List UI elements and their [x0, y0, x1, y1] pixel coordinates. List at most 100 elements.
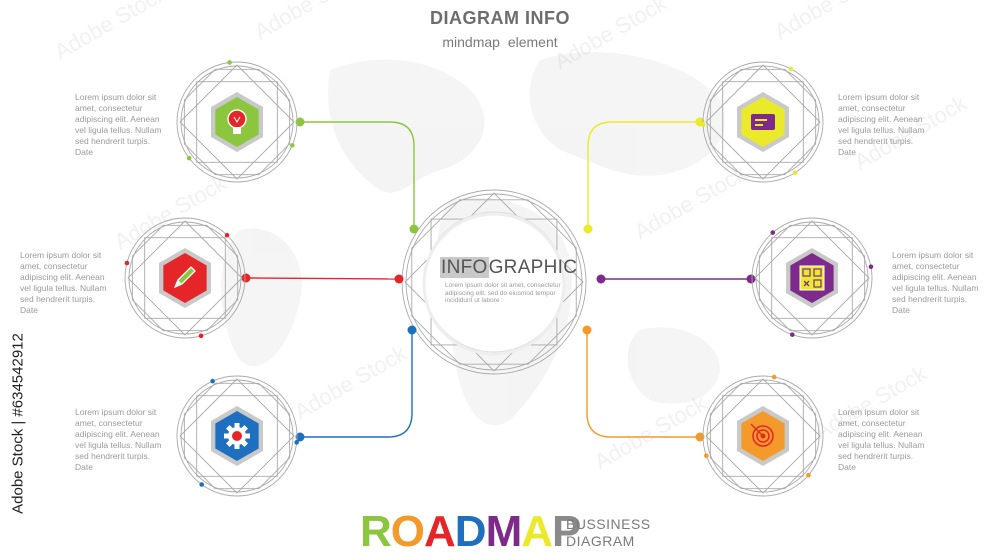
footer-caption: BUSSINESS DIAGRAM — [566, 516, 651, 550]
connector-dot-middle-left — [241, 273, 251, 283]
card-line — [755, 124, 763, 126]
connector-bottom-right — [586, 330, 700, 438]
watermark-glyph: Adobe Stock — [290, 340, 411, 425]
accent-dot — [210, 378, 215, 384]
junction-dot-top-right — [583, 224, 593, 234]
center-desc-line: Lorem ipsum dolor sit amet, consectetur — [445, 282, 561, 289]
connector-dot-middle-right — [746, 274, 756, 284]
desc-line: sed hendrerit turpis. — [20, 294, 96, 304]
sphere-inner-ring — [180, 379, 294, 493]
node-desc-bottom-left: Lorem ipsum dolor sit amet, consectetur … — [75, 407, 173, 473]
roadmap-letter: D — [454, 507, 487, 556]
desc-line: vel ligula tellus. Nullam — [838, 125, 925, 135]
sphere-square — [196, 81, 278, 163]
sphere-square — [722, 81, 804, 163]
junction-dot-middle-right — [596, 274, 606, 284]
desc-line: Lorem ipsum dolor sit — [892, 250, 974, 260]
accent-dot — [788, 66, 794, 72]
sphere-octagon — [131, 224, 239, 332]
center-description: Lorem ipsum dolor sit amet, consectetur … — [445, 282, 565, 305]
sphere-octagon — [709, 382, 817, 490]
center-disc-shadow — [422, 212, 566, 356]
accent-dot — [704, 453, 709, 459]
desc-line: vel ligula tellus. Nullam — [75, 125, 162, 135]
pencil-icon — [173, 266, 196, 289]
gear-tooth — [234, 423, 240, 429]
sphere-outline — [751, 217, 873, 339]
accent-dot — [124, 260, 130, 266]
sphere-inner-ring — [706, 379, 820, 493]
accent-dot — [198, 333, 204, 339]
stock-watermark: Adobe Stock | #634542912 — [6, 320, 30, 530]
desc-line: adipiscing elit. Aenean — [838, 114, 923, 124]
connector-top-left — [300, 121, 415, 229]
continent-shape — [627, 327, 720, 404]
center-brand-highlight: INFO — [440, 257, 489, 278]
roadmap-letter: O — [390, 507, 425, 556]
card-body — [751, 114, 775, 130]
footer-caption-line2: DIAGRAM — [566, 533, 635, 549]
accent-dot — [289, 143, 295, 148]
gear-hub — [232, 431, 242, 441]
watermark-glyph: Adobe Stock — [590, 390, 711, 475]
sphere-diamond — [705, 378, 821, 494]
desc-line: vel ligula tellus. Nullam — [892, 283, 979, 293]
center-desc-line: incididunt ut labore — [445, 297, 500, 304]
desc-date: Date — [75, 462, 93, 472]
accent-dot — [792, 170, 798, 175]
sphere-inner-ring — [706, 65, 820, 179]
desc-line: sed hendrerit turpis. — [75, 451, 151, 461]
connector-bottom-left — [300, 330, 413, 438]
desc-line: sed hendrerit turpis. — [838, 451, 914, 461]
sphere-diamond — [179, 64, 295, 180]
bulb-glass — [227, 109, 247, 129]
sphere-outline — [124, 217, 246, 339]
connector-dot-bottom-left — [295, 432, 305, 442]
target-middle-ring — [756, 429, 770, 443]
desc-date: Date — [838, 147, 856, 157]
accent-dot — [789, 332, 795, 337]
desc-line: amet, consectetur — [838, 418, 906, 428]
sphere-square — [196, 395, 278, 477]
continent-shape — [221, 228, 302, 367]
bulb-base — [233, 127, 241, 134]
lightbulb-icon — [227, 109, 247, 134]
roadmap-letter: M — [485, 507, 523, 556]
desc-line: Lorem ipsum dolor sit — [75, 92, 157, 102]
node-sphere-middle-right — [751, 217, 873, 339]
desc-line: amet, consectetur — [75, 418, 143, 428]
desc-line: Lorem ipsum dolor sit — [838, 407, 920, 417]
sphere-inner-ring — [755, 221, 869, 335]
desc-line: adipiscing elit. Aenean — [75, 114, 160, 124]
desc-date: Date — [75, 147, 93, 157]
continent-shape — [529, 52, 726, 176]
node-sphere-bottom-right — [702, 375, 824, 497]
sphere-outline — [702, 375, 824, 497]
check-box — [813, 279, 822, 288]
gear-tooth — [234, 443, 240, 449]
junction-dot-bottom-left — [407, 325, 417, 335]
accent-dot — [700, 122, 706, 127]
desc-line: vel ligula tellus. Nullam — [75, 440, 162, 450]
desc-line: amet, consectetur — [892, 261, 960, 271]
desc-date: Date — [892, 305, 910, 315]
junction-dot-bottom-right — [582, 325, 592, 335]
accent-dot — [186, 155, 192, 161]
desc-line: amet, consectetur — [75, 103, 143, 113]
diagram-title: DIAGRAM INFO — [430, 8, 570, 28]
target-outer-ring — [752, 425, 774, 447]
sphere-square — [771, 237, 853, 319]
desc-line: sed hendrerit turpis. — [892, 294, 968, 304]
desc-date: Date — [20, 305, 38, 315]
desc-line: adipiscing elit. Aenean — [892, 272, 977, 282]
accent-dot — [199, 482, 204, 487]
sphere-square — [722, 395, 804, 477]
node-sphere-middle-left — [124, 217, 246, 339]
target-icon — [750, 423, 774, 447]
gear-icon — [224, 423, 250, 449]
check-box — [802, 268, 811, 277]
accent-dot — [770, 230, 776, 235]
accent-dot — [227, 60, 232, 65]
cross-mark — [803, 280, 810, 287]
roadmap-letter: R — [360, 507, 392, 556]
